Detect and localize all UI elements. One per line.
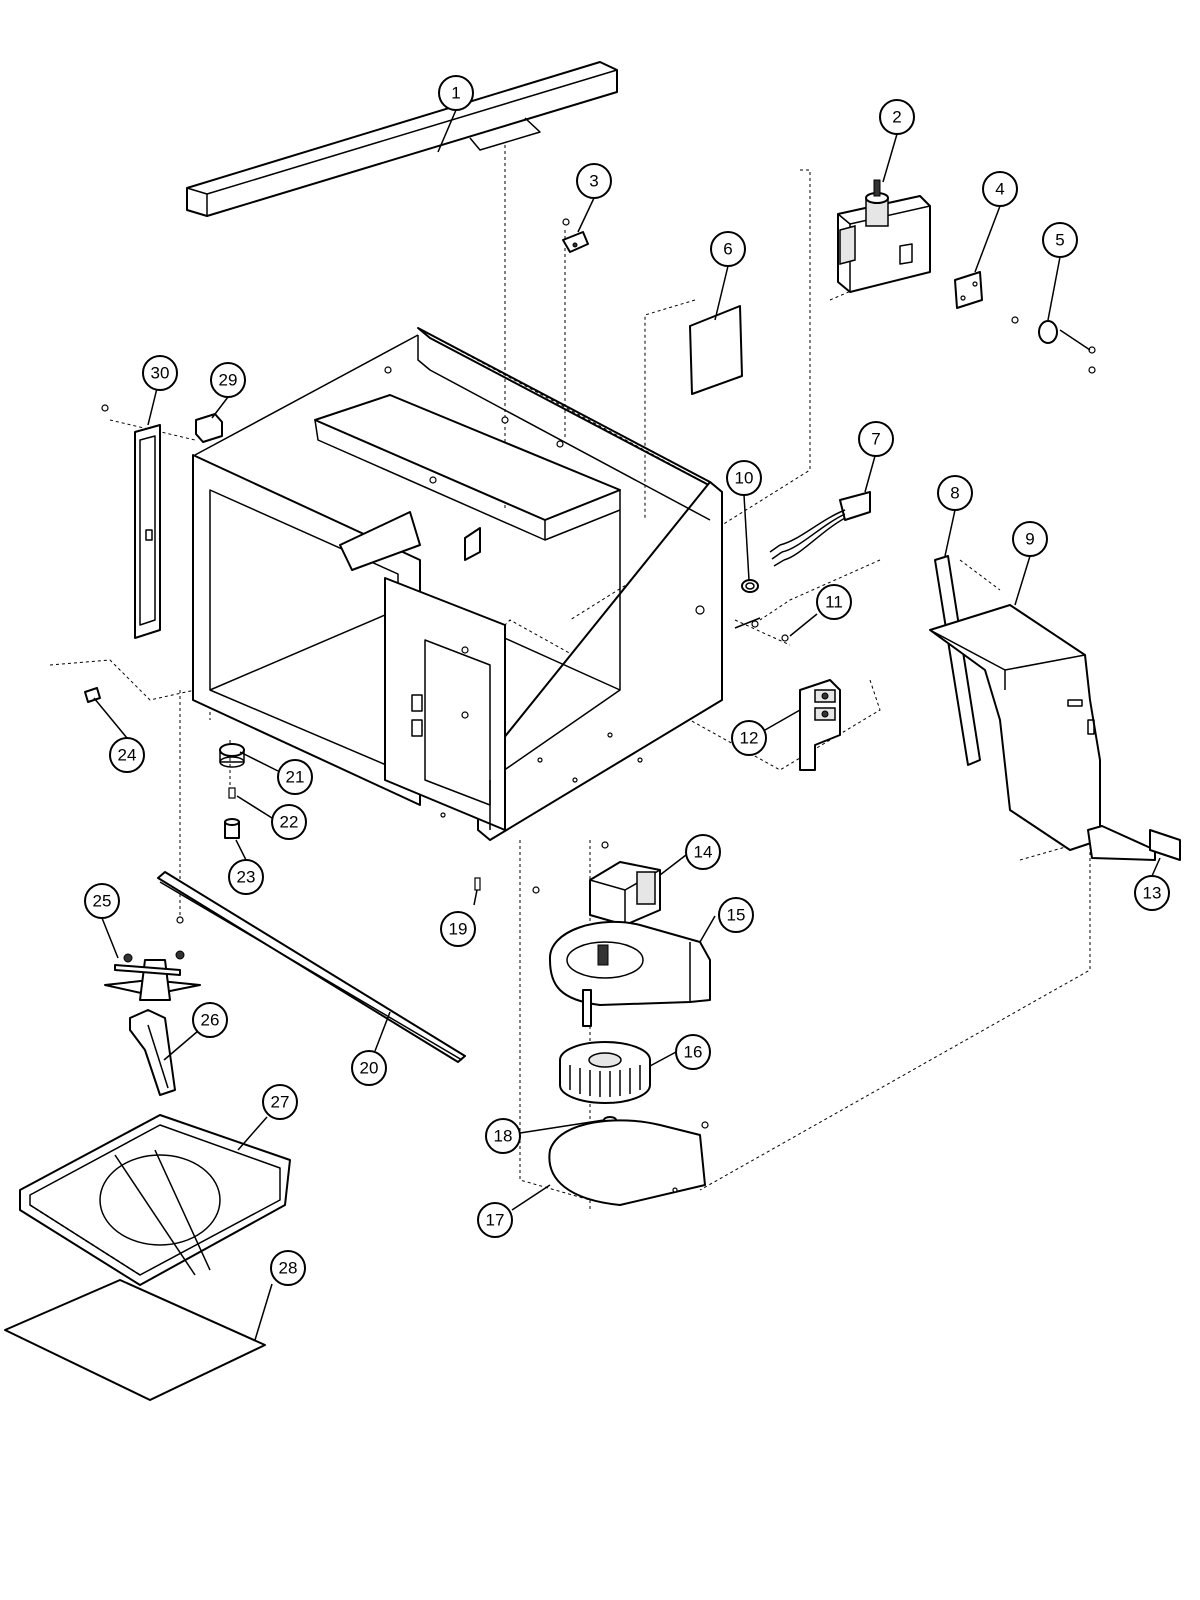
svg-text:5: 5 xyxy=(1055,231,1064,250)
callout-20: 20 xyxy=(351,1050,387,1086)
part-19-screw xyxy=(474,877,481,891)
callout-8: 8 xyxy=(937,475,973,511)
main-cabinet-body xyxy=(192,327,723,841)
svg-text:26: 26 xyxy=(201,1011,220,1030)
svg-text:4: 4 xyxy=(995,180,1004,199)
svg-text:24: 24 xyxy=(118,746,137,765)
part-23-grommet xyxy=(224,818,240,839)
part-4-mounting-plate xyxy=(954,271,983,309)
callout-11: 11 xyxy=(816,584,852,620)
callout-19: 19 xyxy=(440,911,476,947)
part-11-screw xyxy=(734,617,789,642)
callout-28: 28 xyxy=(270,1250,306,1286)
part-14-fan-motor xyxy=(532,841,661,926)
svg-text:19: 19 xyxy=(449,920,468,939)
part-10-cord-grommet xyxy=(741,579,759,593)
part-9-air-duct xyxy=(929,604,1101,851)
part-16-blower-wheel xyxy=(559,1041,651,1104)
callout-2: 2 xyxy=(879,99,915,135)
part-1-top-trim-bar xyxy=(186,61,618,217)
part-13-duct-strip xyxy=(1087,825,1181,861)
part-5-thermal-cutout xyxy=(1011,316,1096,374)
svg-text:15: 15 xyxy=(727,906,746,925)
callout-5: 5 xyxy=(1042,222,1078,258)
callout-18: 18 xyxy=(485,1118,521,1154)
svg-text:13: 13 xyxy=(1143,884,1162,903)
callout-bubbles: 1 2 3 4 5 6 7 8 9 10 11 12 13 14 15 16 1… xyxy=(84,75,1170,1286)
callout-23: 23 xyxy=(228,859,264,895)
svg-text:21: 21 xyxy=(286,768,305,787)
part-22-screw xyxy=(228,787,236,799)
svg-text:28: 28 xyxy=(279,1259,298,1278)
svg-text:10: 10 xyxy=(735,469,754,488)
part-29-spacer-block xyxy=(195,413,223,443)
svg-text:17: 17 xyxy=(486,1211,505,1230)
svg-text:6: 6 xyxy=(723,240,732,259)
part-3-hinge-bracket xyxy=(562,218,589,253)
callout-24: 24 xyxy=(109,737,145,773)
svg-text:16: 16 xyxy=(684,1043,703,1062)
callout-22: 22 xyxy=(271,804,307,840)
svg-text:2: 2 xyxy=(892,108,901,127)
callout-17: 17 xyxy=(477,1202,513,1238)
part-28-bottom-cover-sheet xyxy=(4,1279,266,1401)
callout-7: 7 xyxy=(858,421,894,457)
part-30-side-bracket xyxy=(101,404,161,639)
part-26-stirrer-bracket xyxy=(129,1009,176,1096)
callout-21: 21 xyxy=(277,759,313,795)
callout-3: 3 xyxy=(576,163,612,199)
svg-text:18: 18 xyxy=(494,1127,513,1146)
part-24-clip xyxy=(84,687,101,703)
part-8-duct-strip xyxy=(934,555,981,766)
callout-12: 12 xyxy=(731,720,767,756)
svg-text:3: 3 xyxy=(589,172,598,191)
callout-1: 1 xyxy=(438,75,474,111)
part-21-foot xyxy=(219,743,245,768)
part-12-interlock-switch-assembly xyxy=(799,679,841,771)
callout-6: 6 xyxy=(710,231,746,267)
callout-15: 15 xyxy=(718,897,754,933)
part-15-blower-housing xyxy=(548,921,711,1027)
part-2-magnetron xyxy=(837,179,931,293)
part-7-power-cord xyxy=(769,491,871,567)
svg-text:20: 20 xyxy=(360,1059,379,1078)
callout-26: 26 xyxy=(192,1002,228,1038)
svg-text:7: 7 xyxy=(871,430,880,449)
part-27-base-frame xyxy=(19,1114,291,1286)
svg-text:27: 27 xyxy=(271,1093,290,1112)
callout-14: 14 xyxy=(685,834,721,870)
svg-text:22: 22 xyxy=(280,813,299,832)
svg-text:30: 30 xyxy=(151,364,170,383)
callout-29: 29 xyxy=(210,362,246,398)
callout-16: 16 xyxy=(675,1034,711,1070)
svg-text:29: 29 xyxy=(219,371,238,390)
part-6-insulation-sheet xyxy=(689,305,743,395)
callout-27: 27 xyxy=(262,1084,298,1120)
svg-text:12: 12 xyxy=(740,729,759,748)
svg-text:9: 9 xyxy=(1025,530,1034,549)
callout-30: 30 xyxy=(142,355,178,391)
callout-13: 13 xyxy=(1134,875,1170,911)
part-25-stirrer-fan xyxy=(104,950,201,1001)
svg-text:23: 23 xyxy=(237,868,256,887)
callout-9: 9 xyxy=(1012,521,1048,557)
svg-text:11: 11 xyxy=(825,593,843,612)
callout-25: 25 xyxy=(84,883,120,919)
svg-text:1: 1 xyxy=(451,84,460,103)
svg-text:25: 25 xyxy=(93,892,112,911)
callout-10: 10 xyxy=(726,460,762,496)
part-17-blower-cover-plate xyxy=(548,1119,709,1206)
svg-text:14: 14 xyxy=(694,843,713,862)
callout-4: 4 xyxy=(982,171,1018,207)
svg-text:8: 8 xyxy=(950,484,959,503)
